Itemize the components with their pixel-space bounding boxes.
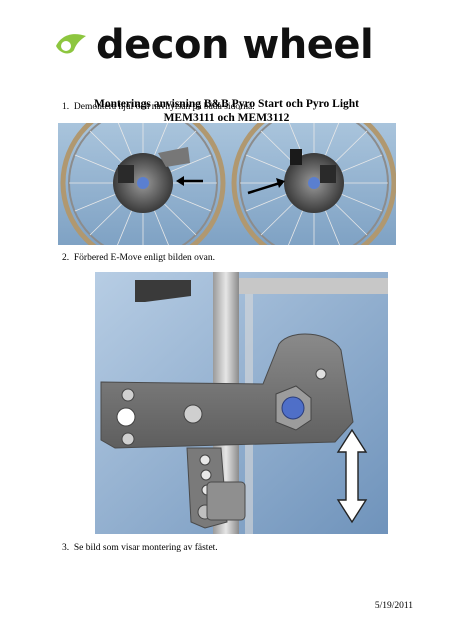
- decon-wheel-logo: decon wheel: [52, 22, 392, 68]
- footer-date: 5/19/2011: [374, 601, 413, 611]
- document-subtitle: MEM3111 och MEM3112: [163, 112, 290, 124]
- mounting-bracket-figure: [95, 272, 388, 534]
- step-text: Se bild som visar montering av fästet.: [73, 543, 218, 553]
- step-number: 3.: [62, 543, 70, 553]
- step-number: 1.: [62, 102, 70, 112]
- step-2: 2. Förbered E-Move enligt bilden ovan.: [62, 252, 215, 264]
- wheel-hub-figure: [58, 123, 396, 245]
- step-text: Förbered E-Move enligt bilden ovan.: [73, 253, 216, 263]
- svg-text:decon wheel: decon wheel: [96, 22, 373, 68]
- adjustment-arrow: [336, 428, 368, 524]
- logo-graphic: decon wheel: [56, 22, 374, 68]
- step-1: 1. Demontera hjul och navhylsan på båda …: [62, 101, 255, 113]
- step-number: 2.: [62, 253, 70, 263]
- document-title: Monterings anvisning B&B Pyro Start och …: [93, 98, 360, 110]
- step-3: 3. Se bild som visar montering av fästet…: [62, 542, 218, 554]
- left-wheel: [60, 123, 226, 245]
- step-text: Demontera hjul och navhylsan på båda sid…: [73, 102, 255, 112]
- right-wheel: [231, 123, 396, 245]
